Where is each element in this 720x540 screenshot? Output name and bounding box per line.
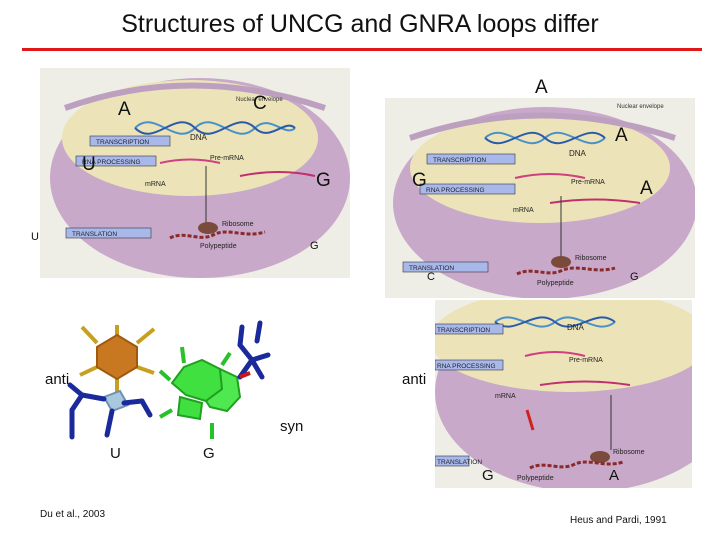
loop-letter-g-left: G — [316, 170, 331, 191]
label-anti-right: anti — [402, 371, 427, 388]
label-pre-mrna-right: Pre-mRNA — [571, 179, 605, 186]
cell-diagram-left: TRANSCRIPTION DNA Nuclear envelope RNA P… — [40, 68, 350, 278]
label-transcription-left: TRANSCRIPTION — [96, 139, 149, 146]
label-syn: syn — [280, 418, 304, 435]
label-rna-processing-bottom: RNA PROCESSING — [437, 363, 496, 370]
label-nuclear-envelope-right: Nuclear envelope — [617, 104, 664, 110]
loop-letter-a-right-3: A — [640, 178, 653, 199]
loop-letter-a-right-top: A — [535, 77, 548, 98]
label-ribosome-left: Ribosome — [222, 221, 254, 228]
title-underline — [22, 48, 702, 51]
loop-letter-u-small: U — [31, 231, 39, 243]
label-rna-processing-left: RNA PROCESSING — [82, 159, 141, 166]
citation-left: Du et al., 2003 — [40, 509, 106, 520]
loop-letter-a-left: A — [118, 99, 131, 120]
loop-letter-c-small: C — [427, 271, 435, 283]
label-rna-processing-right: RNA PROCESSING — [426, 187, 485, 194]
label-polypeptide-right: Polypeptide — [537, 280, 574, 287]
loop-letter-u-left: U — [82, 154, 96, 175]
label-pre-mrna-left: Pre-mRNA — [210, 155, 244, 162]
label-translation-left: TRANSLATION — [72, 231, 117, 238]
loop-letter-g-right: G — [412, 170, 427, 191]
label-mrna-right: mRNA — [513, 207, 534, 214]
label-pre-mrna-bottom: Pre-mRNA — [569, 357, 603, 364]
label-mrna-bottom: mRNA — [495, 393, 516, 400]
label-translation-right: TRANSLATION — [409, 265, 454, 272]
label-translation-bottom: TRANSLATION — [437, 459, 482, 466]
nucleotide-structures — [62, 315, 292, 450]
label-anti-left: anti — [45, 371, 70, 388]
page-title: Structures of UNCG and GNRA loops differ — [121, 10, 599, 38]
label-ribosome-right: Ribosome — [575, 255, 607, 262]
label-a-bottom: A — [609, 467, 620, 484]
cell-diagram-right: Nuclear envelope TRANSCRIPTION DNA RNA P… — [385, 98, 697, 299]
label-transcription-right: TRANSCRIPTION — [433, 157, 486, 164]
loop-letter-a-right-2: A — [615, 125, 628, 146]
citation-right: Heus and Pardi, 1991 — [570, 515, 667, 526]
label-dna-bottom: DNA — [567, 323, 585, 332]
loop-letter-g-right-small: G — [630, 271, 639, 283]
label-nuclear-envelope-left: Nuclear envelope — [236, 97, 283, 103]
cell-diagram-bottom: TRANSCRIPTION DNA RNA PROCESSING Pre-mRN… — [430, 288, 720, 492]
label-g-nucleotide: G — [203, 445, 215, 462]
loop-letter-g-small: G — [310, 240, 319, 252]
label-u-nucleotide: U — [110, 445, 121, 462]
label-mrna-left: mRNA — [145, 181, 166, 188]
label-dna-left: DNA — [190, 133, 208, 142]
label-g-bottom: G — [482, 467, 494, 484]
label-polypeptide-left: Polypeptide — [200, 243, 237, 250]
label-dna-right: DNA — [569, 149, 587, 158]
label-transcription-bottom: TRANSCRIPTION — [437, 327, 490, 334]
loop-letter-c-left: C — [253, 93, 267, 114]
label-polypeptide-bottom: Polypeptide — [517, 475, 554, 482]
label-ribosome-bottom: Ribosome — [613, 449, 645, 456]
